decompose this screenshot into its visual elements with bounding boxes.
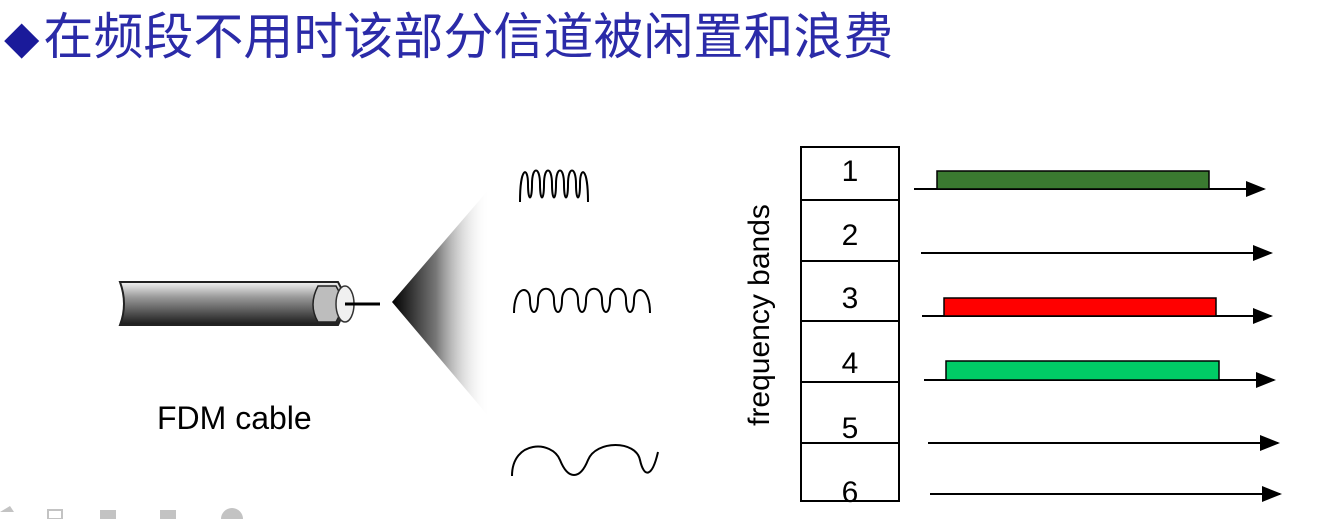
slide-icon [100, 510, 116, 519]
more-icon [221, 508, 243, 519]
high-frequency-wave [519, 169, 589, 203]
slide-title-text: 在频段不用时该部分信道被闲置和浪费 [43, 8, 894, 66]
diamond-bullet-icon: ◆ [4, 10, 40, 64]
band-3-signal [943, 297, 1217, 317]
coax-cable [118, 281, 380, 326]
band-4-signal [945, 360, 1220, 381]
band-timelines [914, 170, 1282, 502]
pen-icon [0, 506, 14, 512]
band-label-6: 6 [842, 476, 859, 509]
band-1-signal [936, 170, 1210, 190]
cable-label: FDM cable [157, 400, 312, 436]
grid-icon [160, 510, 176, 519]
slide-title: ◆ 在频段不用时该部分信道被闲置和浪费 [4, 2, 893, 72]
signal-cone [392, 188, 490, 418]
frequency-bands-axis-label: frequency bands [743, 204, 776, 426]
band-label-4: 4 [842, 347, 859, 380]
band-table: 1 2 3 4 5 6 [800, 146, 900, 509]
low-frequency-wave [511, 444, 659, 477]
medium-frequency-wave [513, 287, 651, 314]
band-label-1: 1 [842, 155, 859, 188]
zoom-icon [47, 509, 63, 519]
band-label-2: 2 [842, 219, 859, 252]
band-label-5: 5 [842, 412, 859, 445]
slide-toolbar [0, 506, 243, 519]
band-label-3: 3 [842, 282, 859, 315]
